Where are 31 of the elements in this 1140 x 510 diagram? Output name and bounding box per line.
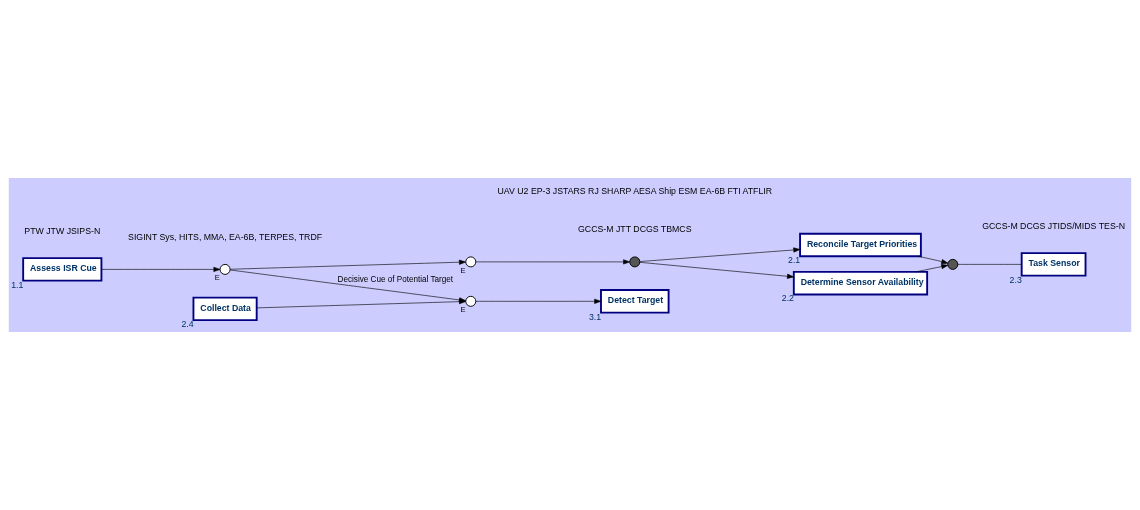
node-circle [947, 258, 959, 270]
arrow [475, 259, 631, 265]
arrow [917, 255, 949, 265]
node-label: 3.1 [588, 311, 602, 322]
node-circle [219, 263, 231, 275]
node-box: Determine Sensor Availability [792, 270, 929, 296]
connector [957, 264, 1022, 265]
arrow [475, 298, 602, 304]
label: SIGINT Sys, HITS, MMA, EA-6B, TERPES, TRDF [128, 231, 323, 242]
node-box: Reconcile Target Priorities [799, 232, 922, 258]
node-label: 2.4 [181, 319, 194, 330]
node-box: Detect Target [600, 289, 670, 314]
node-circle [629, 256, 641, 268]
arrow [639, 262, 794, 279]
node-box: Task Sensor [1020, 252, 1087, 277]
node-circle [465, 295, 477, 307]
arrow [639, 247, 801, 262]
node-label: 2.1 [788, 255, 801, 266]
label: GCCS-M JTT DCGS TBMCS [578, 224, 692, 235]
arrow [101, 266, 221, 272]
node-box: Collect Data [192, 296, 258, 322]
label: UAV U2 EP-3 JSTARS RJ SHARP AESA Ship ESM EA-6B FTI ATFLIR [497, 186, 773, 197]
node-box: Assess ISR Cue [22, 257, 103, 282]
node-label: 1.1 [11, 279, 24, 290]
label: GCCS-M DCGS JTIDS/MIDS TES-N [982, 220, 1125, 231]
arrow [229, 259, 466, 270]
label: PTW JTW JSIPS-N [24, 225, 101, 236]
arrow [915, 264, 949, 273]
node-label: 2.2 [781, 293, 794, 304]
node-circle [465, 256, 477, 268]
node-label: 2.3 [1009, 274, 1022, 285]
